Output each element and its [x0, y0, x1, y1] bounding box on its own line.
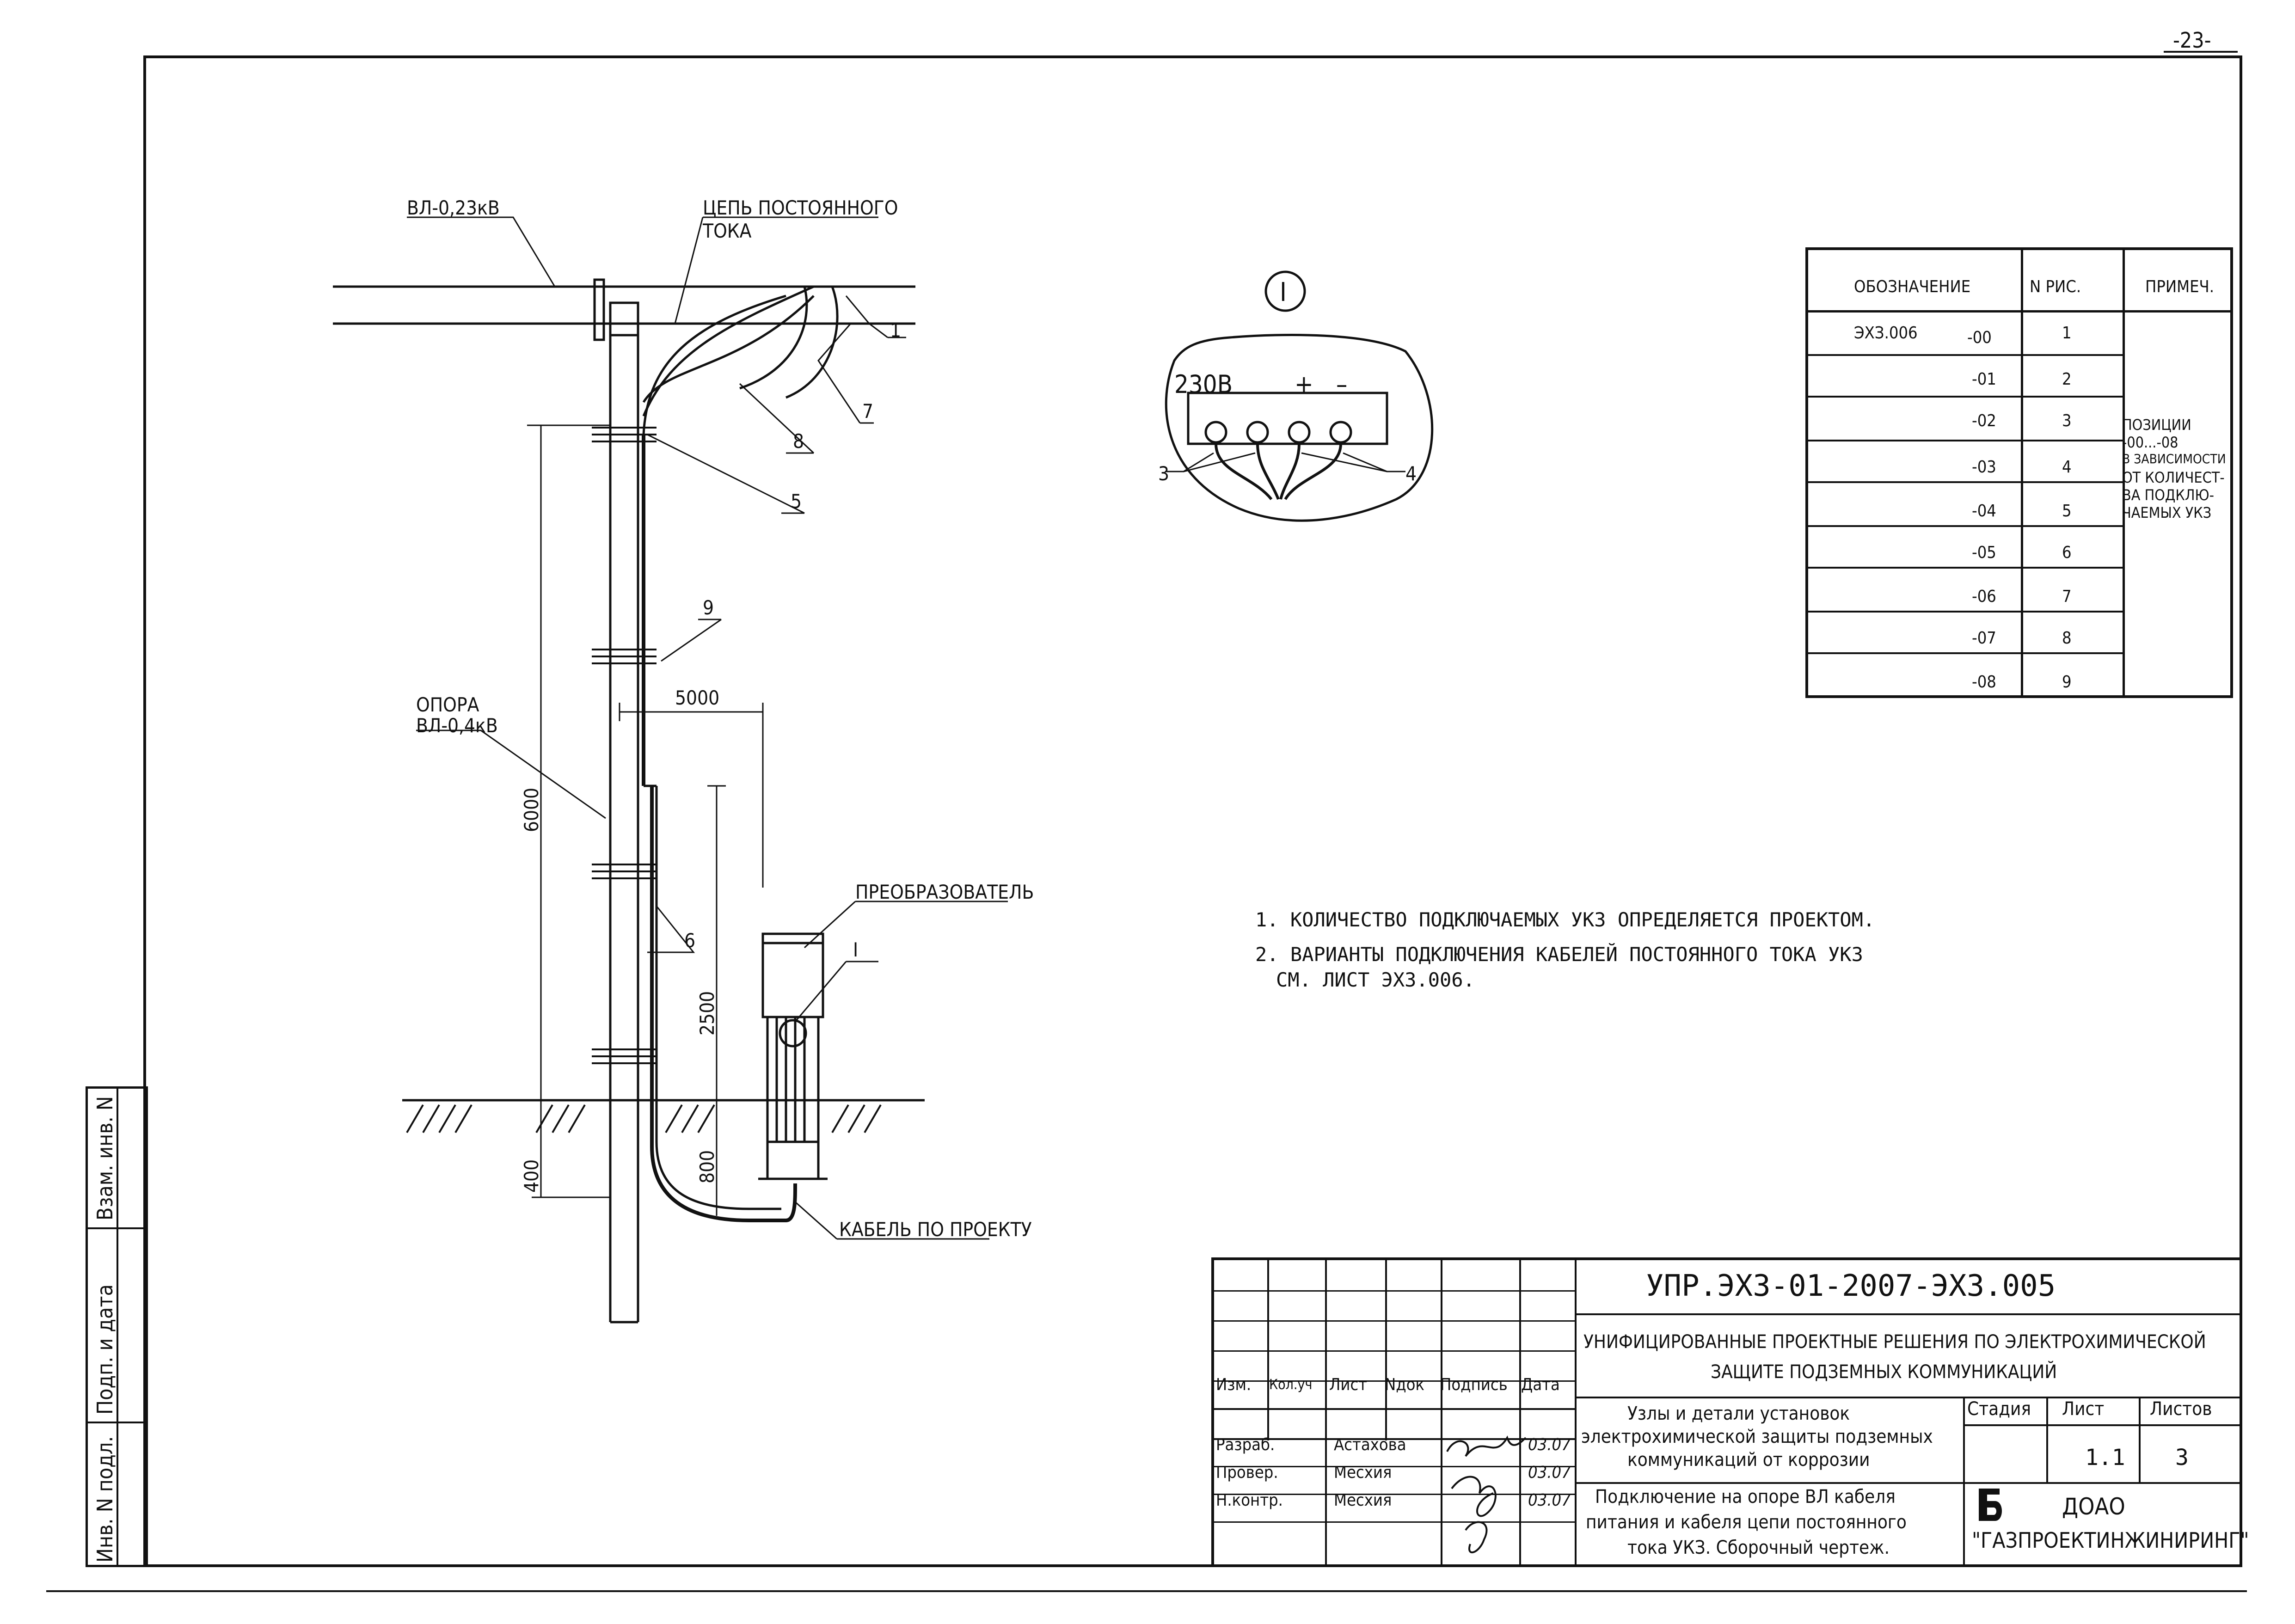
pos-5: 5 — [791, 490, 802, 513]
spec-note-line: ВА ПОДКЛЮ- — [2122, 486, 2214, 504]
spec-row-suffix: -03 — [1972, 458, 1996, 477]
note-1: 1. КОЛИЧЕСТВО ПОДКЛЮЧАЕМЫХ УКЗ ОПРЕДЕЛЯЕ… — [1255, 908, 1875, 931]
label-converter: ПРЕОБРАЗОВАТЕЛЬ — [855, 881, 1034, 903]
org-logo — [1979, 1489, 2002, 1521]
signatures — [1446, 1435, 1527, 1554]
col-header-podpis: Подпись — [1440, 1375, 1508, 1394]
sheets-label: Листов — [2150, 1398, 2212, 1420]
detail-I-drawing — [1165, 270, 1434, 522]
project-title-2: ЗАЩИТЕ ПОДЗЕМНЫХ КОММУНИКАЦИЙ — [1711, 1361, 2057, 1383]
spec-row-suffix: -00 — [1967, 328, 1992, 347]
spec-row-fig: 9 — [2062, 673, 2072, 692]
sheet-marker: -23- — [2173, 28, 2211, 53]
doc-code: УПР.ЭХЗ-01-2007-ЭХЗ.005 — [1646, 1269, 2056, 1303]
spec-note-line: -00...-08 — [2122, 434, 2178, 451]
spec-note-line: ОТ КОЛИЧЕСТ- — [2122, 469, 2225, 486]
date-checker: 03.07 — [1528, 1463, 1571, 1482]
spec-row-suffix: -08 — [1972, 673, 1996, 692]
label-support-1: ОПОРА — [416, 693, 479, 716]
detail-pos-4: 4 — [1405, 462, 1417, 485]
col-header-list: Лист — [1329, 1375, 1368, 1394]
date-developer: 03.07 — [1528, 1435, 1571, 1454]
section-title-3: коммуникаций от коррозии — [1627, 1449, 1870, 1471]
spec-note-line: ЧАЕМЫХ УКЗ — [2122, 504, 2212, 521]
title-block — [1211, 1257, 2242, 1567]
sheet-title-2: питания и кабеля цепи постоянного — [1586, 1512, 1907, 1533]
col-header-ndok: Nдок — [1385, 1375, 1424, 1394]
spec-header-note: ПРИМЕЧ. — [2145, 277, 2215, 296]
spec-row-fig: 5 — [2062, 502, 2072, 521]
role-norm-control: Н.контр. — [1216, 1491, 1283, 1510]
spec-note-line: В ЗАВИСИМОСТИ — [2122, 451, 2226, 466]
sheet-title-1: Подключение на опоре ВЛ кабеля — [1595, 1486, 1896, 1508]
dim-5000: 5000 — [675, 686, 720, 709]
pos-9: 9 — [703, 596, 714, 619]
sheet-label: Лист — [2062, 1398, 2105, 1420]
spec-row-fig: 2 — [2062, 370, 2072, 389]
section-title-2: электрохимической защиты подземных — [1581, 1426, 1933, 1447]
label-line-vl023: ВЛ-0,23кВ — [407, 196, 500, 219]
spec-table — [1805, 247, 2233, 698]
date-norm-control: 03.07 — [1528, 1491, 1571, 1510]
drawing-frame — [143, 55, 2242, 1567]
spec-header-designation: ОБОЗНАЧЕНИЕ — [1854, 277, 1971, 296]
label-dc-circuit-1: ЦЕПЬ ПОСТОЯННОГО — [703, 196, 898, 219]
spec-row-fig: 7 — [2062, 587, 2072, 606]
detail-title: I — [1280, 277, 1287, 307]
org-name-2: "ГАЗПРОЕКТИНЖИНИРИНГ" — [1972, 1528, 2249, 1553]
spec-row-suffix: -05 — [1972, 543, 1996, 562]
pos-7: 7 — [862, 400, 874, 423]
spec-row-fig: 8 — [2062, 629, 2072, 648]
name-developer: Астахова — [1334, 1435, 1406, 1454]
role-developer: Разраб. — [1216, 1435, 1275, 1454]
pos-8: 8 — [793, 430, 804, 453]
label-dc-circuit-2: ТОКА — [703, 220, 752, 242]
stage-label: Стадия — [1967, 1398, 2031, 1420]
name-norm-control: Месхия — [1334, 1491, 1392, 1510]
spec-row-suffix: -02 — [1972, 411, 1996, 430]
dim-800: 800 — [696, 1150, 718, 1183]
spec-row-suffix: -01 — [1972, 370, 1996, 389]
col-header-izm: Изм. — [1216, 1375, 1252, 1394]
spec-row-fig: 6 — [2062, 543, 2072, 562]
section-title-1: Узлы и детали установок — [1627, 1403, 1850, 1424]
sheet-marker-line — [2164, 51, 2238, 53]
spec-note-line: ПОЗИЦИИ — [2122, 416, 2191, 434]
sheet-value: 1.1 — [2085, 1445, 2125, 1471]
detail-voltage: 230В — [1174, 370, 1233, 399]
spec-row-fig: 3 — [2062, 411, 2072, 430]
spec-row-fig: 1 — [2062, 324, 2072, 343]
pos-1: 1 — [890, 319, 902, 342]
org-name-1: ДОАО — [2062, 1493, 2125, 1520]
sheets-value: 3 — [2175, 1445, 2189, 1471]
spec-row-suffix: -07 — [1972, 629, 1996, 648]
col-header-data: Дата — [1521, 1375, 1560, 1394]
dim-2500: 2500 — [696, 991, 718, 1036]
label-support-2: ВЛ-0,4кВ — [416, 714, 498, 737]
project-title-1: УНИФИЦИРОВАННЫЕ ПРОЕКТНЫЕ РЕШЕНИЯ ПО ЭЛЕ… — [1583, 1331, 2206, 1353]
note-2-cont: СМ. ЛИСТ ЭХЗ.006. — [1276, 968, 1475, 991]
pos-6: 6 — [684, 929, 696, 952]
dim-6000: 6000 — [520, 787, 543, 832]
detail-pos-3: 3 — [1158, 462, 1170, 485]
spec-row-suffix: -06 — [1972, 587, 1996, 606]
detail-plus: + — [1295, 370, 1313, 399]
col-header-kol: Кол.уч — [1269, 1377, 1313, 1393]
outer-border-line — [46, 1590, 2247, 1592]
dim-400: 400 — [520, 1159, 543, 1193]
side-stamp — [86, 1086, 148, 1567]
sheet-title-3: тока УКЗ. Сборочный чертеж. — [1627, 1537, 1890, 1558]
spec-base: ЭХЗ.006 — [1854, 324, 1918, 343]
name-checker: Месхия — [1334, 1463, 1392, 1482]
callout-I: I — [853, 938, 859, 961]
spec-row-fig: 4 — [2062, 458, 2072, 477]
spec-header-fig: N РИС. — [2030, 277, 2081, 296]
note-2: 2. ВАРИАНТЫ ПОДКЛЮЧЕНИЯ КАБЕЛЕЙ ПОСТОЯНН… — [1255, 943, 1863, 966]
label-cable: КАБЕЛЬ ПО ПРОЕКТУ — [839, 1218, 1032, 1241]
spec-row-suffix: -04 — [1972, 502, 1996, 521]
detail-minus: – — [1336, 370, 1348, 399]
role-checker: Провер. — [1216, 1463, 1278, 1482]
